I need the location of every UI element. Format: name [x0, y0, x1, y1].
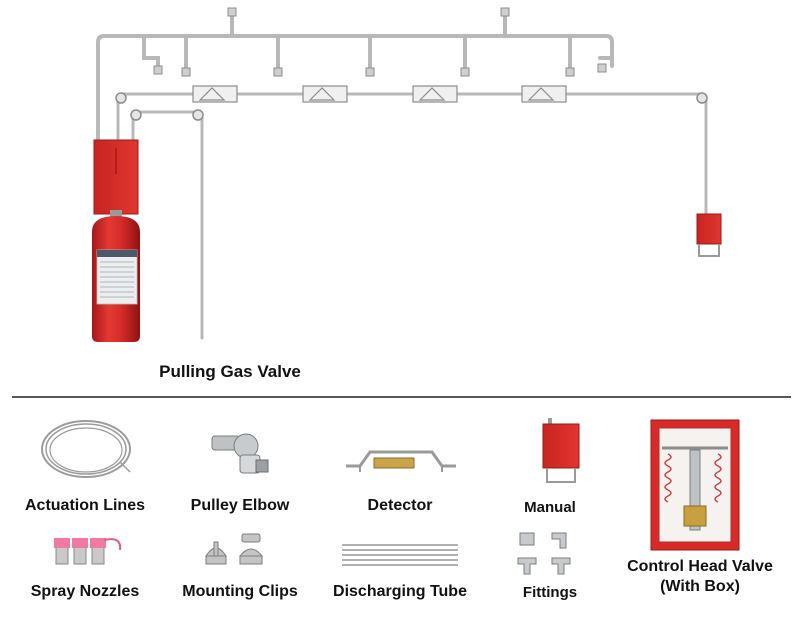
- spray-nozzle-parts: [54, 538, 122, 565]
- mounting-clip-parts: [205, 533, 264, 565]
- main-diagram-title: Pulling Gas Valve: [159, 362, 301, 381]
- label-detector: Detector: [367, 497, 433, 514]
- label-fittings: Fittings: [522, 584, 578, 601]
- discharging-tube-parts: [342, 544, 458, 566]
- fittings-parts: [517, 532, 571, 575]
- label-spray-nozzles: Spray Nozzles: [30, 583, 140, 600]
- label-control-head-line1: Control Head Valve: [627, 558, 773, 575]
- control-box: [93, 139, 139, 215]
- discharge-pipe-network: [96, 12, 614, 142]
- pulley-elbow-part: [211, 433, 269, 474]
- actuation-line: [116, 92, 708, 340]
- detector-units: [192, 85, 567, 103]
- pulley-elbows: [115, 92, 708, 121]
- actuation-lines-coil: [41, 420, 131, 478]
- gas-cylinder: [92, 210, 140, 342]
- spray-nozzle-heads: [153, 7, 607, 77]
- label-actuation-lines: Actuation Lines: [24, 497, 145, 514]
- label-mounting-clips: Mounting Clips: [182, 583, 298, 600]
- manual-part: [542, 418, 580, 483]
- manual-pull-station: [696, 213, 722, 257]
- control-head-valve-box: [650, 419, 740, 551]
- label-discharging-tube: Discharging Tube: [333, 583, 467, 600]
- label-control-head-line2: (With Box): [660, 578, 740, 595]
- label-manual: Manual: [524, 499, 576, 516]
- section-divider: [12, 396, 791, 398]
- label-control-head-valve: Control Head Valve (With Box): [600, 557, 797, 597]
- detector-part: [346, 450, 456, 472]
- label-pulley-elbow: Pulley Elbow: [190, 497, 290, 514]
